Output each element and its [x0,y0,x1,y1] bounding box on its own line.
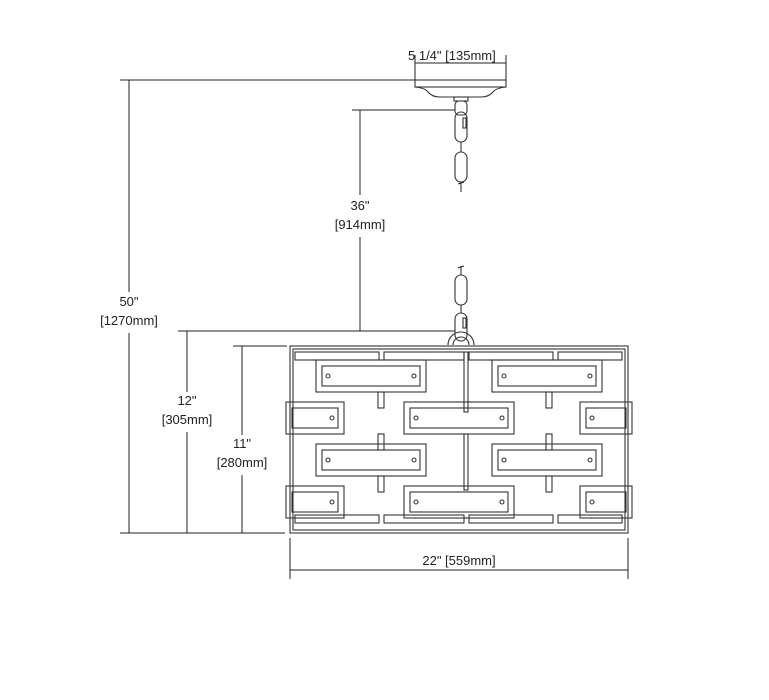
fret-frame [579,401,633,435]
chain-length-inches: 36" [350,198,369,213]
rivet-icon [329,415,335,421]
canopy-neck [453,96,469,102]
fret-bar [468,351,554,361]
fret-plaque [321,365,421,387]
fret-plaque [497,449,597,471]
upper-chain [454,100,468,192]
quick-link [454,111,468,143]
rivet-icon [587,373,593,379]
rivet-icon [499,415,505,421]
fret-bar [463,351,469,413]
rivet-icon [325,457,331,463]
fret-bar [377,475,385,493]
fret-frame [285,401,345,435]
fret-frame [285,485,345,519]
lower-chain [447,265,475,346]
shade-height-dimension: 11" [280mm] [217,345,287,533]
chain-length-dimension: 36" [914mm] [335,109,455,331]
fret-plaque [585,491,627,513]
rivet-icon [411,373,417,379]
rivet-icon [589,415,595,421]
fret-plaque [497,365,597,387]
fret-plaque [291,407,339,429]
rivet-icon [499,499,505,505]
fret-bar [463,433,469,491]
shade-width-label: 22" [559mm] [422,553,495,568]
fret-plaque [321,449,421,471]
rivet-icon [413,499,419,505]
fret-frame [491,359,603,393]
shade-height-inches: 11" [233,436,251,451]
canopy-width-dimension: 5 1/4" [135mm] [408,48,507,80]
rivet-icon [589,499,595,505]
overall-height-dimension: 50" [1270mm] [100,79,415,534]
fret-bar [545,433,553,451]
fret-bar [377,391,385,409]
ceiling-canopy [414,79,507,102]
overall-height-inches: 50" [119,294,138,309]
fret-bar [545,475,553,493]
fret-bar [557,351,623,361]
chain-length-mm: [914mm] [335,217,386,232]
chain-break-mark [457,181,465,185]
fret-bar [383,351,465,361]
quick-link [454,312,468,342]
rivet-icon [501,373,507,379]
fret-frame [403,485,515,519]
fret-frame [315,359,427,393]
canopy-width-label: 5 1/4" [135mm] [408,48,496,63]
fret-bar [383,514,465,524]
quick-link-screw [462,117,467,129]
fret-bar [557,514,623,524]
canopy-body [414,86,507,98]
chain-link [454,274,468,306]
shade-height-mm: [280mm] [217,455,268,470]
quick-link-screw [462,317,467,329]
fret-plaque [291,491,339,513]
fixture-height-dimension: 12" [305mm] [162,330,455,533]
shade-outline [289,345,629,534]
fret-bar [377,433,385,451]
shade-width-dimension: 22" [559mm] [289,538,629,579]
shade-inner-border [292,348,626,531]
swivel-link [454,100,468,116]
rivet-icon [325,373,331,379]
rivet-icon [411,457,417,463]
rivet-icon [329,499,335,505]
fret-frame [579,485,633,519]
fret-plaque [409,407,509,429]
fret-plaque [409,491,509,513]
geometric-shade [285,345,633,534]
overall-height-mm: [1270mm] [100,313,158,328]
fret-bar [468,514,554,524]
fret-frame [315,443,427,477]
chain-link [454,151,468,183]
rivet-icon [413,415,419,421]
fret-bar [545,391,553,409]
fret-bar [294,351,380,361]
fret-plaque [585,407,627,429]
hanging-loop-outer [447,331,475,346]
rivet-icon [587,457,593,463]
hanging-loop-inner [452,336,470,346]
canopy-plate [414,79,507,88]
fixture-height-mm: [305mm] [162,412,213,427]
fret-frame [491,443,603,477]
fret-frame [403,401,515,435]
rivet-icon [501,457,507,463]
fixture-height-inches: 12" [177,393,196,408]
fret-bar [294,514,380,524]
